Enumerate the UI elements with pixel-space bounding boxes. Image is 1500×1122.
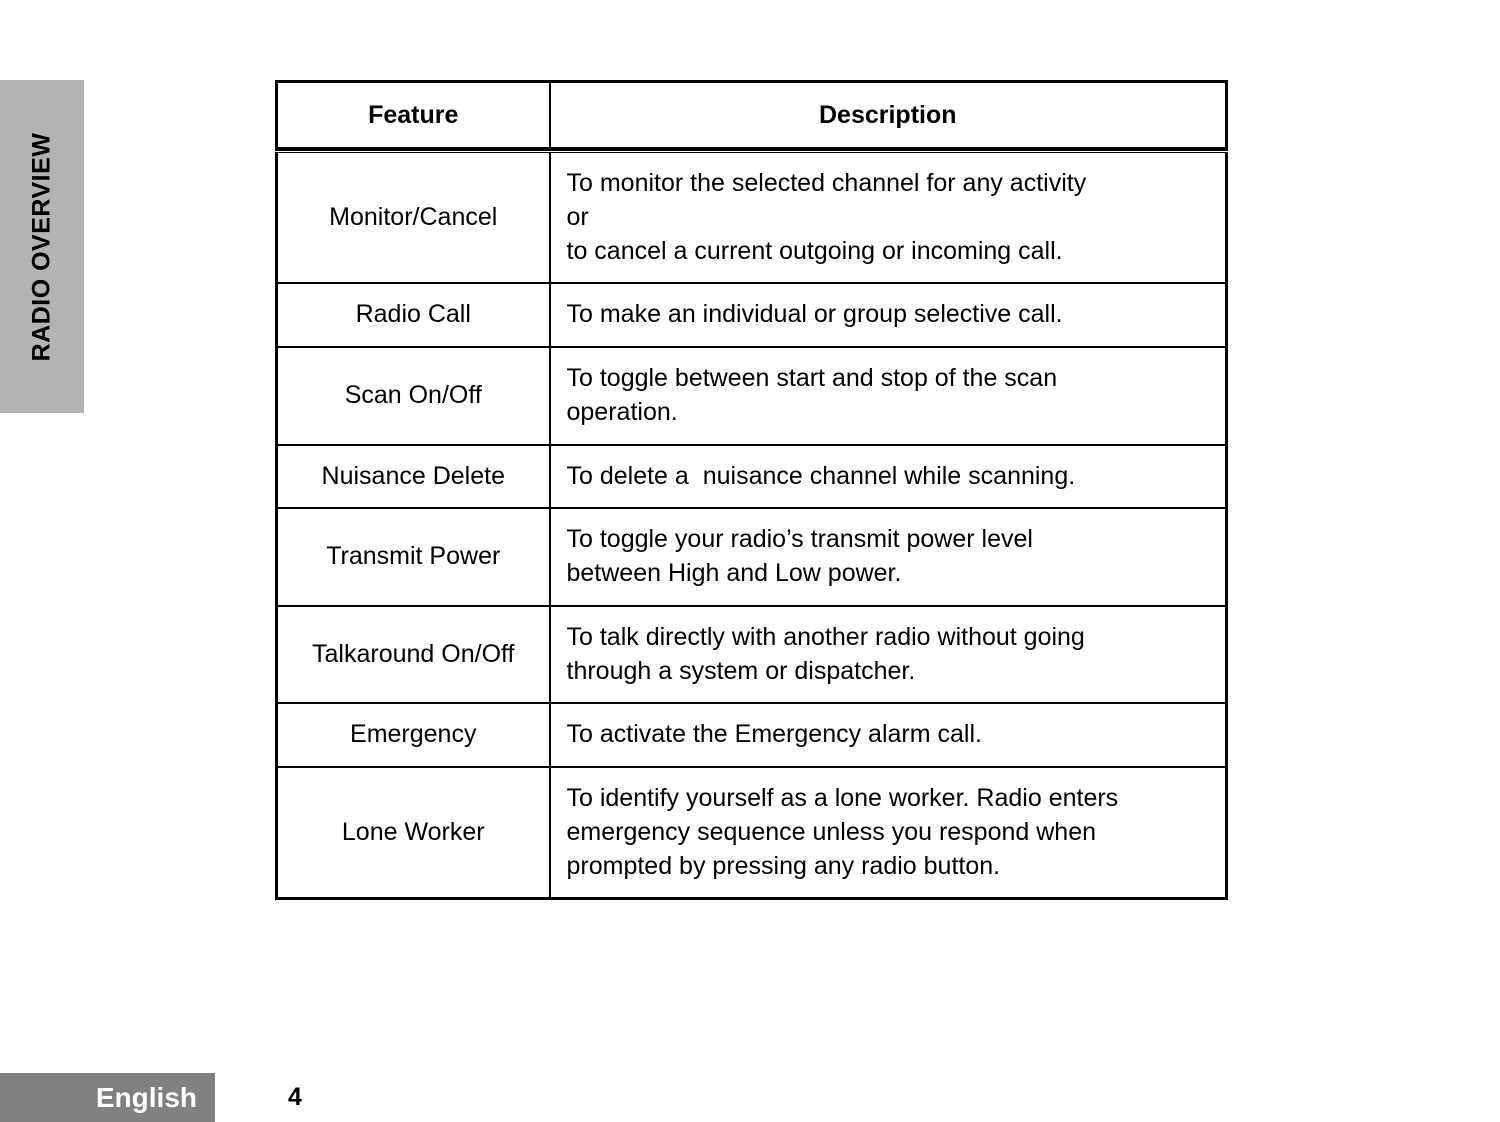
description-cell: To toggle between start and stop of the …: [548, 346, 1228, 446]
table-row: Nuisance Delete To delete a nuisance chan…: [275, 443, 1228, 510]
description-line: To talk directly with another radio with…: [566, 622, 1085, 651]
table-header: Feature Description: [275, 81, 1228, 153]
description-cell: To identify yourself as a lone worker. R…: [548, 766, 1228, 900]
feature-cell: Monitor/Cancel: [275, 150, 551, 285]
description-line: through a system or dispatcher.: [566, 656, 916, 685]
table-row: Radio Call To make an individual or group…: [275, 282, 1228, 348]
footer-language-label: English: [95, 1081, 197, 1113]
feature-cell: Scan On/Off: [275, 346, 551, 446]
table-row: Lone Worker To identify yourself as a lon…: [275, 766, 1228, 900]
feature-table: Feature Description Monitor/Cancel To mon…: [275, 80, 1228, 901]
description-line: prompted by pressing any radio button.: [566, 851, 1001, 880]
feature-table-container: Feature Description Monitor/Cancel To mon…: [275, 80, 1228, 901]
feature-cell: Lone Worker: [275, 766, 551, 900]
table-row: Monitor/Cancel To monitor the selected ch…: [275, 150, 1228, 285]
footer-language-badge: English: [0, 1073, 215, 1122]
description-line: To monitor the selected channel for any …: [566, 169, 1087, 197]
description-cell: To delete a nuisance channel while scann…: [548, 443, 1228, 510]
feature-cell: Transmit Power: [275, 507, 551, 607]
page-number: 4: [288, 1083, 302, 1111]
description-line: emergency sequence unless you respond wh…: [566, 817, 1097, 846]
table-row: Transmit Power To toggle your radio’s tra…: [275, 507, 1228, 607]
feature-cell: Nuisance Delete: [275, 443, 551, 510]
description-line: To toggle your radio’s transmit power le…: [566, 525, 1033, 554]
column-header-feature: Feature: [275, 81, 551, 153]
description-cell: To toggle your radio’s transmit power le…: [548, 507, 1228, 607]
description-line: To identify yourself as a lone worker. R…: [566, 784, 1119, 812]
description-cell: To talk directly with another radio with…: [548, 604, 1228, 705]
description-cell: To monitor the selected channel for any …: [548, 150, 1228, 285]
description-line: or: [566, 202, 589, 231]
description-cell: To make an individual or group selective…: [548, 282, 1228, 348]
feature-cell: Talkaround On/Off: [275, 604, 551, 705]
description-line: operation.: [566, 397, 678, 426]
description-line: To delete a nuisance channel while scann…: [566, 461, 1076, 490]
table-body: Monitor/Cancel To monitor the selected ch…: [275, 150, 1228, 900]
description-line: To activate the Emergency alarm call.: [566, 720, 982, 749]
description-cell: To activate the Emergency alarm call.: [548, 702, 1228, 768]
column-header-description: Description: [548, 81, 1228, 153]
description-line: To toggle between start and stop of the …: [566, 364, 1058, 392]
description-line: To make an individual or group selective…: [566, 300, 1063, 329]
feature-cell: Radio Call: [275, 282, 551, 348]
description-line: between High and Low power.: [566, 559, 902, 587]
feature-cell: Emergency: [275, 702, 551, 768]
section-tab-label: RADIO OVERVIEW: [27, 132, 56, 361]
table-row: Emergency To activate the Emergency alarm…: [275, 702, 1228, 768]
section-tab: RADIO OVERVIEW: [0, 80, 84, 413]
table-row: Talkaround On/Off To talk directly with a…: [275, 604, 1228, 705]
table-row: Scan On/Off To toggle between start and s…: [275, 346, 1228, 446]
description-line: to cancel a current outgoing or incoming…: [566, 236, 1063, 265]
